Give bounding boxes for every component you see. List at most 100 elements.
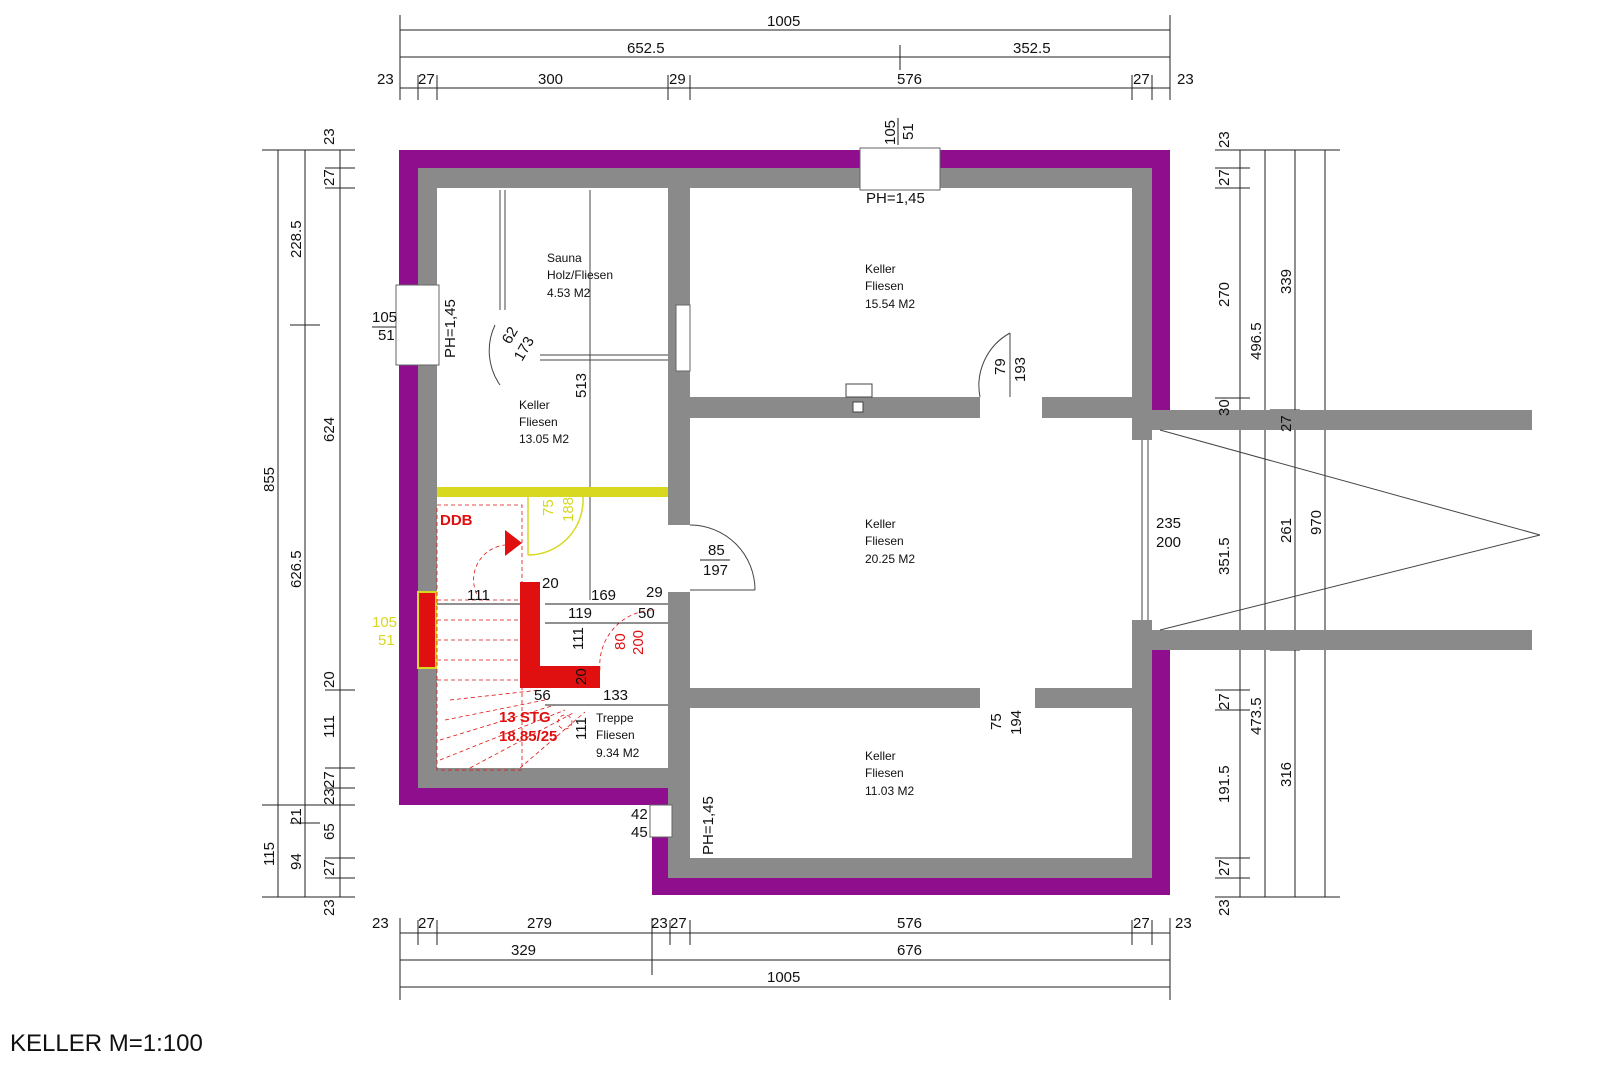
stair-ratio: 18.85/25 <box>499 728 557 745</box>
dim-left-total: 855 <box>261 467 278 492</box>
dim-bottom-c2: 27 <box>418 915 435 932</box>
dims-bottom: 23 27 279 23 27 576 27 23 329 676 1005 <box>372 915 1192 986</box>
dim-right-i3: 473.5 <box>1248 697 1265 735</box>
left-window-h: 51 <box>378 327 395 344</box>
door-red-h: 200 <box>630 630 647 655</box>
dims-right: 970 339 261 316 496.5 351.5 473.5 23 27 … <box>1216 131 1325 916</box>
door-keller-top-h: 193 <box>1012 357 1029 382</box>
dim-right-n1: 23 <box>1216 131 1233 148</box>
door-sauna-w: 62 <box>499 324 522 347</box>
door-keller-bottom-w: 75 <box>988 713 1005 730</box>
dim-int-1: 513 <box>573 373 590 398</box>
dim-top-total: 1005 <box>767 13 800 30</box>
dim-lines-top <box>399 15 1171 100</box>
room-treppe-floor: Fliesen <box>596 728 635 742</box>
left-window-w: 105 <box>372 309 397 326</box>
door-stair-w: 85 <box>708 542 725 559</box>
opening-labels: 105 51 105 51 105 51 42 45 85 197 79 193… <box>372 118 1181 841</box>
dim-right-n4: 30 <box>1216 399 1233 416</box>
dims-interior: 513 111 20 169 29 119 50 111 20 56 133 1… <box>437 373 668 740</box>
dim-top-c2: 27 <box>418 71 435 88</box>
dim-bottom-c5: 27 <box>670 915 687 932</box>
left-window-yellow-w: 105 <box>372 614 397 631</box>
room-treppe-name: Treppe <box>596 711 634 725</box>
dim-top-c1: 23 <box>377 71 394 88</box>
room-keller2-area: 13.05 M2 <box>519 432 569 446</box>
dim-top-c7: 23 <box>1177 71 1194 88</box>
dim-right-m1: 339 <box>1278 269 1295 294</box>
top-window-w: 105 <box>882 120 899 145</box>
dim-bottom-b: 676 <box>897 942 922 959</box>
dim-lines-bottom <box>399 918 1171 1000</box>
dim-bottom-c8: 23 <box>1175 915 1192 932</box>
outer-walls <box>395 147 1532 895</box>
room-sauna-name: Sauna <box>547 251 582 265</box>
room-keller1-name: Keller <box>865 262 896 276</box>
bottom-window-h: 45 <box>631 824 648 841</box>
dim-left-l2: 94 <box>288 853 305 870</box>
ph-label-bottom: PH=1,45 <box>700 796 717 855</box>
ph-label-left: PH=1,45 <box>442 299 459 358</box>
dim-bottom-total: 1005 <box>767 969 800 986</box>
room-keller3-floor: Fliesen <box>865 534 904 548</box>
dim-right-i1: 496.5 <box>1248 322 1265 360</box>
bottom-window-w: 42 <box>631 806 648 823</box>
dim-right-i2: 351.5 <box>1216 537 1233 575</box>
room-keller1-floor: Fliesen <box>865 279 904 293</box>
dim-int-4: 169 <box>591 587 616 604</box>
dim-top-c3: 300 <box>538 71 563 88</box>
room-keller3-area: 20.25 M2 <box>865 552 915 566</box>
dim-left-i7: 27 <box>321 771 338 788</box>
dim-int-8: 111 <box>467 587 490 604</box>
dim-int-2: 111 <box>570 627 587 650</box>
dim-right-m3: 316 <box>1278 762 1295 787</box>
dim-lines-right <box>1215 149 1340 898</box>
door-stair-h: 197 <box>703 562 728 579</box>
ph-label-top: PH=1,45 <box>866 190 925 207</box>
room-keller4-name: Keller <box>865 749 896 763</box>
interior-lines <box>488 190 1541 631</box>
dim-int-11: 133 <box>603 687 628 704</box>
dim-top-a: 652.5 <box>627 40 665 57</box>
dim-right-n8: 27 <box>1216 859 1233 876</box>
door-red-w: 80 <box>612 633 629 650</box>
room-labels: Sauna Holz/Fliesen 4.53 M2 Keller Fliese… <box>519 251 915 798</box>
door-right-h: 200 <box>1156 534 1181 551</box>
yellow-elements <box>417 487 668 669</box>
dim-int-12: 111 <box>573 717 590 740</box>
door-keller-top-w: 79 <box>992 358 1009 375</box>
room-keller4-area: 11.03 M2 <box>865 784 914 798</box>
dim-right-n3: 270 <box>1216 282 1233 307</box>
dim-left-l6: 23 <box>321 899 338 916</box>
left-window-yellow-h: 51 <box>378 632 395 649</box>
dim-bottom-c6: 576 <box>897 915 922 932</box>
dim-bottom-c4: 23 <box>651 915 668 932</box>
dim-lines-left <box>262 149 355 898</box>
dim-right-total: 970 <box>1308 510 1325 535</box>
stair-steps: 13 STG <box>499 709 551 726</box>
top-window-h: 51 <box>900 123 917 140</box>
dim-bottom-c7: 27 <box>1133 915 1150 932</box>
room-keller4-floor: Fliesen <box>865 766 904 780</box>
dim-left-i3: 624 <box>321 417 338 442</box>
dim-top-c6: 27 <box>1133 71 1150 88</box>
dim-left-lower: 626.5 <box>288 550 305 588</box>
room-treppe-area: 9.34 M2 <box>596 746 640 760</box>
room-sauna-area: 4.53 M2 <box>547 286 591 300</box>
door-keller-bottom-h: 194 <box>1008 710 1025 735</box>
door-right-w: 235 <box>1156 515 1181 532</box>
stair-labels: DDB 13 STG 18.85/25 <box>440 512 557 745</box>
dim-bottom-c3: 279 <box>527 915 552 932</box>
dim-left-l5: 27 <box>321 859 338 876</box>
room-keller1-area: 15.54 M2 <box>865 297 915 311</box>
dim-left-l4: 65 <box>321 823 338 840</box>
dims-left: 855 228.5 626.5 23 27 624 20 111 23 27 1… <box>261 128 338 916</box>
ph-labels: PH=1,45 PH=1,45 PH=1,45 <box>442 190 925 855</box>
dim-left-i1: 23 <box>321 128 338 145</box>
stair-ddb: DDB <box>440 512 473 529</box>
door-yellow-w: 75 <box>540 499 557 516</box>
dim-top-c4: 29 <box>669 71 686 88</box>
dim-right-n7: 191.5 <box>1216 765 1233 803</box>
dim-right-m2: 261 <box>1278 518 1295 543</box>
